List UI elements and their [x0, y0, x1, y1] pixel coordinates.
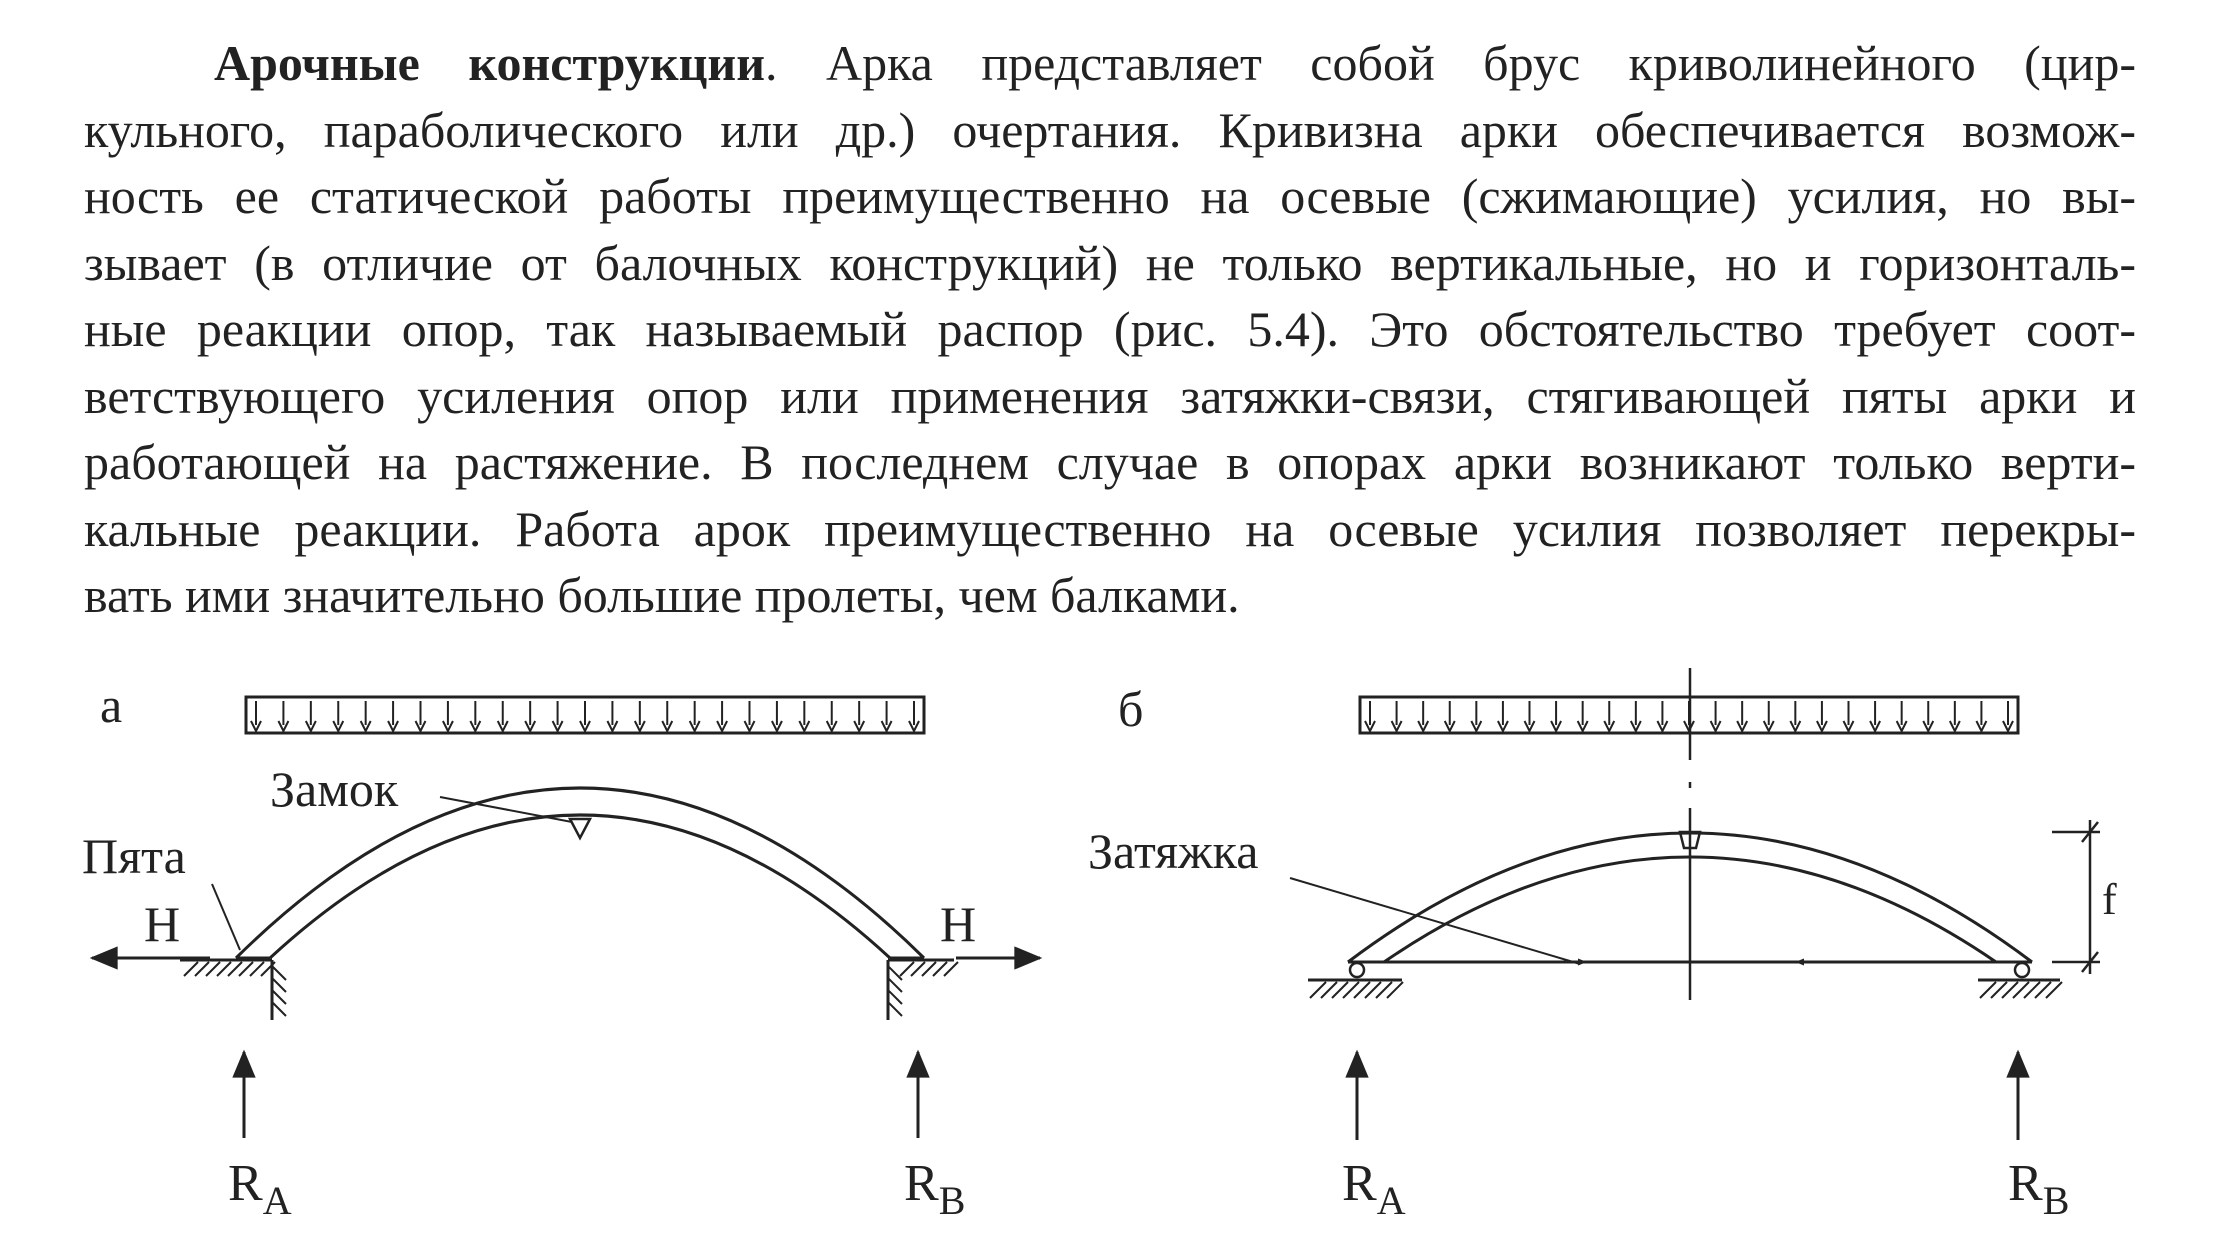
load-arrow	[469, 701, 482, 734]
tie-label: Затяжка	[1088, 823, 1258, 879]
paragraph-line-8: кальные реакции. Работа арок преимуществ…	[84, 500, 2136, 557]
load-arrow	[1497, 701, 1509, 734]
load-arrow	[716, 701, 728, 734]
rise-dimension	[2052, 820, 2100, 974]
load-arrow	[332, 701, 345, 734]
load-arrow	[1364, 701, 1376, 734]
load-arrow	[551, 701, 564, 734]
load-arrow	[1576, 701, 1589, 734]
load-arrow	[1709, 701, 1722, 734]
crown-hinge-b	[1678, 830, 1702, 850]
load-arrow	[661, 701, 674, 734]
arch-body-a	[234, 786, 926, 960]
load-arrow	[387, 701, 399, 734]
tie-leader-line	[1289, 877, 1581, 965]
paragraph-line-2: кульного, параболического или др.) очерт…	[84, 101, 2136, 158]
springing-leader-line	[211, 883, 241, 951]
load-arrow	[1895, 701, 1908, 734]
load-arrow	[1443, 701, 1456, 734]
reaction-label-left-a: RA	[228, 1155, 292, 1223]
load-arrow	[688, 701, 701, 734]
load-arrow	[1869, 701, 1881, 734]
pin-support-left-b	[1308, 961, 1404, 999]
paragraph-line-1: Арочные конструкции. Арка представляет с…	[84, 30, 2136, 97]
paragraph-line-9: вать ими значительно большие пролеты, че…	[84, 567, 1240, 623]
panel-label-a: а	[100, 677, 122, 733]
load-arrow	[1736, 701, 1749, 734]
reaction-label-right-a: RB	[904, 1155, 965, 1223]
load-arrow	[277, 701, 290, 734]
load-arrow	[304, 701, 317, 734]
load-arrow	[771, 701, 783, 734]
fixed-support-right-a	[886, 958, 959, 1020]
paragraph-line-1-rest: . Арка представляет собой брус криволине…	[765, 35, 2136, 91]
load-arrow	[250, 701, 262, 734]
load-arrow	[496, 701, 509, 734]
load-arrow	[1975, 701, 1988, 734]
crown-label: Замок	[270, 761, 399, 817]
load-arrow	[524, 701, 537, 734]
load-arrow	[579, 701, 591, 734]
load-arrow	[414, 701, 427, 734]
load-arrow	[1922, 701, 1935, 734]
load-arrow	[1789, 701, 1802, 734]
crown-hinge-a	[567, 817, 593, 841]
body-paragraph: Арочные конструкции. Арка представляет с…	[84, 30, 2136, 629]
load-arrow	[798, 701, 811, 734]
load-arrow	[1470, 701, 1483, 734]
load-arrow	[1550, 701, 1562, 734]
load-arrow	[743, 701, 756, 734]
paragraph-line-6: ветствующего усиления опор или применени…	[84, 367, 2136, 424]
panel-label-b: б	[1118, 681, 1143, 737]
load-arrow	[1816, 701, 1828, 734]
load-arrow	[908, 701, 920, 734]
load-arrow	[1762, 701, 1775, 734]
roller-support-right-b	[1978, 961, 2063, 999]
load-arrow	[1656, 701, 1669, 734]
figure-b: б	[1088, 668, 2117, 1223]
paragraph-line-5: ные реакции опор, так называемый распор …	[84, 301, 2136, 357]
load-arrow	[853, 701, 866, 734]
load-arrow	[1417, 701, 1430, 734]
load-arrow	[1948, 701, 1961, 734]
load-arrow	[606, 701, 619, 734]
term-arch-structures: Арочные конструкции	[214, 35, 766, 91]
paragraph-line-3: ность ее статической работы преимуществе…	[84, 168, 2136, 224]
load-arrow	[1629, 701, 1642, 734]
reaction-label-left-b: RA	[1342, 1155, 1406, 1223]
load-arrow	[633, 701, 646, 734]
reaction-label-right-b: RB	[2008, 1155, 2069, 1223]
crown-leader-line	[439, 796, 573, 823]
load-arrow	[825, 701, 838, 734]
load-arrow	[880, 701, 893, 734]
load-arrow	[1842, 701, 1855, 734]
fixed-support-left-a	[180, 958, 287, 1020]
springing-label: Пята	[82, 828, 186, 884]
paragraph-line-7: работающей на растяжение. В последнем сл…	[84, 434, 2136, 490]
thrust-label-right: H	[940, 896, 976, 952]
figure-a: а Замок Пята	[82, 677, 1043, 1223]
load-arrow	[1390, 701, 1403, 734]
distributed-load-a	[244, 695, 926, 735]
load-arrow	[1603, 701, 1616, 734]
load-arrow	[1523, 701, 1536, 734]
thrust-label-left: H	[144, 896, 180, 952]
paragraph-line-4: зывает (в отличие от балочных конструкци…	[84, 234, 2136, 291]
load-arrow	[2002, 701, 2014, 734]
load-arrow	[442, 701, 454, 734]
load-arrow	[359, 701, 372, 734]
rise-label: f	[2102, 875, 2117, 924]
